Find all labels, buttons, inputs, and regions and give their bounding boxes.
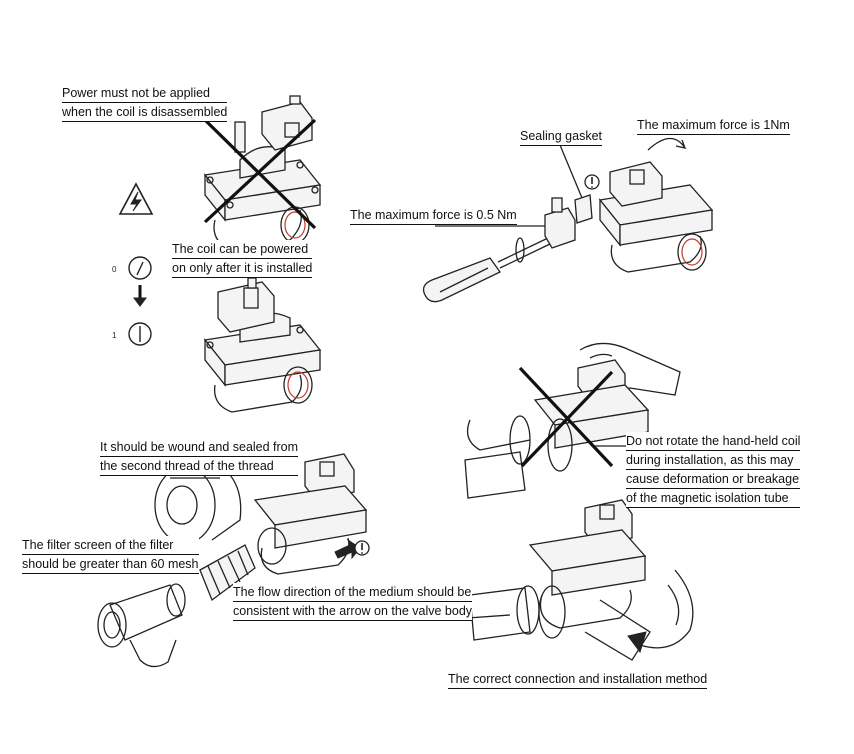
wound-sealed-line1: It should be wound and sealed from — [100, 438, 299, 457]
switch-on-icon: 1 — [112, 322, 152, 346]
threaded-nipple — [199, 544, 256, 602]
coil-powered-label: The coil can be powered on only after it… — [172, 240, 313, 278]
switch-arrow-icon — [133, 285, 147, 307]
valve-bottom-left — [253, 453, 368, 575]
coil-powered-line1: The coil can be powered — [172, 240, 313, 259]
switch-off-icon: 0 — [112, 256, 152, 280]
coil-connector — [544, 197, 576, 249]
svg-text:1: 1 — [112, 331, 117, 340]
high-voltage-warning-icon — [118, 182, 154, 215]
do-not-rotate-label: Do not rotate the hand-held coil during … — [626, 432, 801, 508]
correct-method-label: The correct connection and installation … — [448, 670, 708, 689]
filter-screen-label: The filter screen of the filter should b… — [22, 536, 199, 574]
flow-line1: The flow direction of the medium should … — [233, 583, 473, 602]
valve-top-right — [598, 137, 714, 273]
flow-direction-label: The flow direction of the medium should … — [233, 583, 473, 621]
coil-powered-line2: on only after it is installed — [172, 259, 313, 278]
sealing-gasket-part — [559, 144, 593, 224]
do-not-rotate-line4: of the magnetic isolation tube — [626, 489, 801, 508]
prohibition-cross-top — [203, 118, 317, 230]
do-not-rotate-line2: during installation, as this may — [626, 451, 801, 470]
screwdriver — [422, 237, 551, 303]
valve-correct-installation — [469, 499, 651, 661]
prohibition-cross-middle — [518, 366, 614, 468]
power-warning-label: Power must not be applied when the coil … — [62, 84, 228, 122]
wound-sealed-label: It should be wound and sealed from the s… — [100, 438, 299, 476]
power-warning-line1: Power must not be applied — [62, 84, 228, 103]
rotation-arrow-icon — [627, 569, 694, 654]
valve-disassembled — [203, 95, 322, 251]
filter-line1: The filter screen of the filter — [22, 536, 199, 555]
flow-arrow-icon — [334, 538, 361, 560]
do-not-rotate-line3: cause deformation or breakage — [626, 470, 801, 489]
svg-text:0: 0 — [112, 265, 117, 274]
exclamation-icon-bottom — [354, 540, 370, 556]
power-warning-line2: when the coil is disassembled — [62, 103, 228, 122]
max-force-1nm-label: The maximum force is 1Nm — [637, 116, 790, 135]
filter-assembly — [97, 583, 186, 668]
exclamation-icon-top — [584, 174, 600, 190]
filter-line2: should be greater than 60 mesh — [22, 555, 199, 574]
wound-sealed-line2: the second thread of the thread — [100, 457, 299, 476]
valve-coil-installed — [203, 277, 322, 413]
do-not-rotate-line1: Do not rotate the hand-held coil — [626, 432, 801, 451]
flow-line2: consistent with the arrow on the valve b… — [233, 602, 473, 621]
max-force-05nm-label: The maximum force is 0.5 Nm — [350, 206, 517, 225]
sealing-gasket-label: Sealing gasket — [520, 127, 603, 146]
